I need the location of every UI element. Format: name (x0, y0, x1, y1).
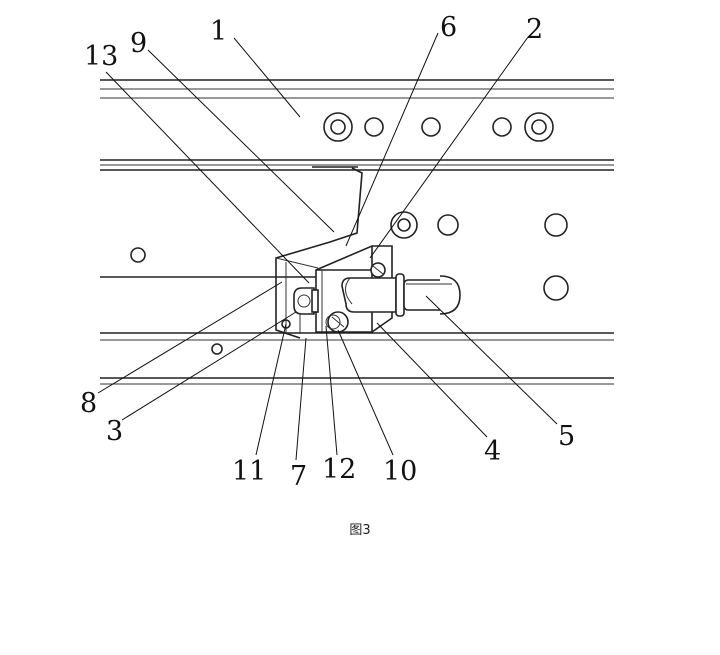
support-bracket (275, 166, 363, 339)
lower-rail (100, 211, 614, 385)
callout-11: 11 (232, 456, 266, 487)
pipe-fitting (341, 273, 461, 317)
callout-5: 5 (558, 421, 575, 452)
upper-rail (100, 79, 614, 171)
callout-7: 7 (290, 461, 307, 492)
callout-8: 8 (80, 388, 97, 419)
callout-12: 12 (322, 454, 356, 485)
plug-cap (281, 287, 319, 334)
screws (325, 262, 386, 333)
callout-6: 6 (440, 12, 457, 43)
callout-labels: 1 2 3 4 5 6 7 8 9 10 11 12 13 (80, 12, 575, 492)
leader-lines (97, 32, 558, 461)
callout-1: 1 (210, 16, 227, 47)
figure-caption: 图3 (349, 523, 371, 538)
callout-13: 13 (84, 41, 118, 72)
callout-10: 10 (383, 456, 417, 487)
callout-3: 3 (106, 416, 123, 447)
callout-2: 2 (526, 14, 543, 45)
callout-9: 9 (130, 28, 147, 59)
callout-4: 4 (484, 436, 501, 467)
